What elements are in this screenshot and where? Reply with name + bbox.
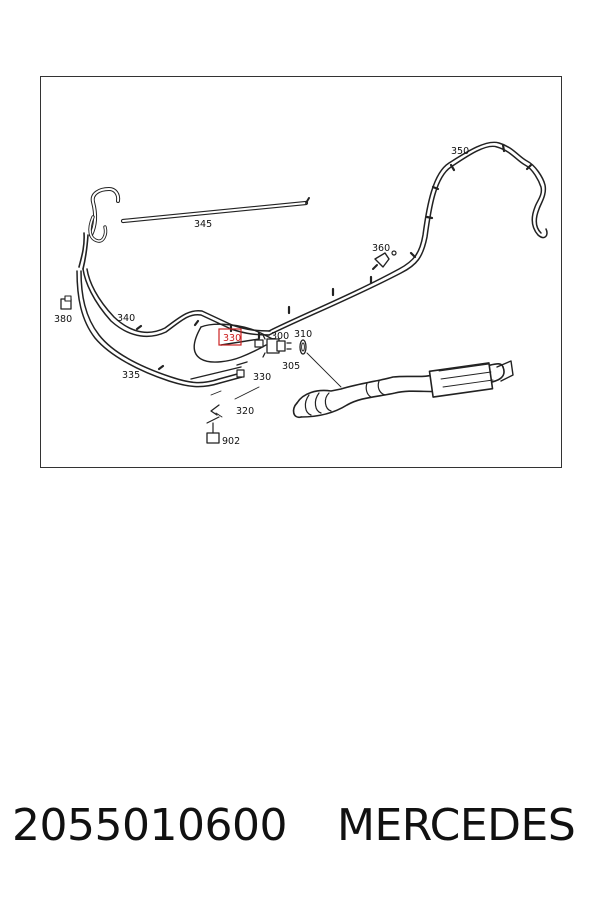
bracket-380 xyxy=(60,295,72,310)
callout-330: 330 xyxy=(253,372,271,383)
sensor-330 xyxy=(190,361,248,380)
line-335 xyxy=(76,270,243,388)
callout-305: 305 xyxy=(282,361,300,372)
callout-320: 320 xyxy=(236,406,254,417)
sensor-harness-330 xyxy=(193,323,282,363)
part-320 xyxy=(210,404,220,416)
brand-name: MERCEDES xyxy=(337,800,576,851)
callout-902: 902 xyxy=(222,436,240,447)
line-clips xyxy=(135,143,533,371)
footer: 2055010600 MERCEDES xyxy=(0,800,600,870)
callout-335: 335 xyxy=(122,370,140,381)
callout-345: 345 xyxy=(194,219,212,230)
callout-350: 350 xyxy=(451,146,469,157)
callout-310: 310 xyxy=(294,329,312,340)
part-902 xyxy=(206,416,220,444)
callout-300: 300 xyxy=(271,331,289,342)
line-345 xyxy=(120,197,310,224)
gasket-310 xyxy=(299,339,307,355)
highlight-box-330 xyxy=(218,328,242,346)
parts-diagram-frame: 345 350 360 380 340 335 330 300 310 305 … xyxy=(40,76,562,468)
part-number: 2055010600 xyxy=(12,800,287,851)
catalytic-converter xyxy=(292,360,514,419)
callout-380: 380 xyxy=(54,314,72,325)
leader-lines xyxy=(210,352,342,418)
sensor-360 xyxy=(372,250,397,270)
callout-360: 360 xyxy=(372,243,390,254)
line-350 xyxy=(268,141,548,336)
parts-diagram: 345 350 360 380 340 335 330 300 310 305 … xyxy=(54,141,548,447)
sensor-300-assembly xyxy=(262,334,292,358)
callout-330-highlighted: 330 xyxy=(223,333,241,344)
line-340 xyxy=(82,268,271,338)
callout-340: 340 xyxy=(117,313,135,324)
hose-bundle-left xyxy=(78,187,121,270)
